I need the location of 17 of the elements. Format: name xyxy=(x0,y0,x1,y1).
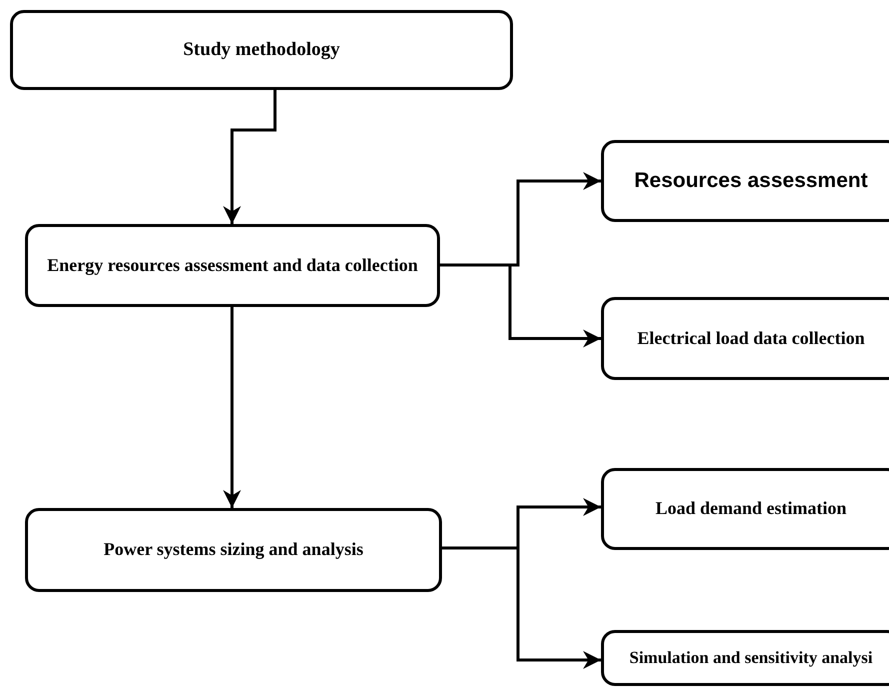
box-label: Electrical load data collection xyxy=(637,328,865,350)
box-label: Load demand estimation xyxy=(655,498,847,520)
arrow xyxy=(440,264,601,348)
process-box xyxy=(25,508,442,592)
process-box xyxy=(601,297,889,380)
box-label: Resources assessment xyxy=(634,168,868,194)
arrow xyxy=(223,307,241,508)
box-label: Study methodology xyxy=(183,38,340,62)
box-label: Power systems sizing and analysis xyxy=(104,539,364,561)
process-box xyxy=(601,140,889,222)
process-box xyxy=(601,630,889,686)
process-box xyxy=(601,468,889,550)
box-label: Simulation and sensitivity analysi xyxy=(629,648,873,668)
process-box xyxy=(10,10,513,90)
process-box xyxy=(25,224,440,307)
box-label: Energy resources assessment and data collection xyxy=(47,254,418,276)
arrow xyxy=(223,90,276,224)
